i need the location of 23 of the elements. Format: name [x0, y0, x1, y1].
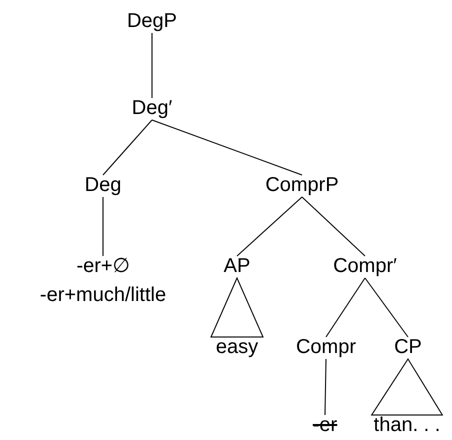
- tree-branch: [236, 196, 302, 256]
- tree-branch: [102, 196, 104, 256]
- tree-branch: [302, 196, 366, 256]
- terminal-label: -er+∅: [75, 254, 131, 279]
- triangle-branch: [370, 358, 444, 416]
- tree-node-label: Deg′: [132, 96, 172, 121]
- tree-node-label: DegP: [126, 9, 178, 34]
- tree-node-label: -er: [312, 413, 338, 438]
- tree-branch: [152, 120, 302, 176]
- tree-node-label: easy: [216, 335, 258, 360]
- tree-node-label: Compr: [296, 335, 356, 360]
- tree-node-label: ComprP: [265, 173, 339, 198]
- tree-node-label: AP: [224, 254, 250, 279]
- tree-node-label: Deg: [84, 173, 122, 198]
- tree-branch: [364, 278, 408, 338]
- tree-node-label: than. . .: [374, 413, 440, 438]
- tree-branch: [102, 120, 152, 176]
- triangle-branch: [210, 276, 264, 338]
- tree-branch: [326, 278, 366, 338]
- tree-node-label: Compr′: [333, 254, 397, 279]
- terminal-label: -er+much/little: [40, 283, 166, 308]
- tree-branch: [324, 358, 326, 416]
- tree-node-label: CP: [394, 335, 422, 360]
